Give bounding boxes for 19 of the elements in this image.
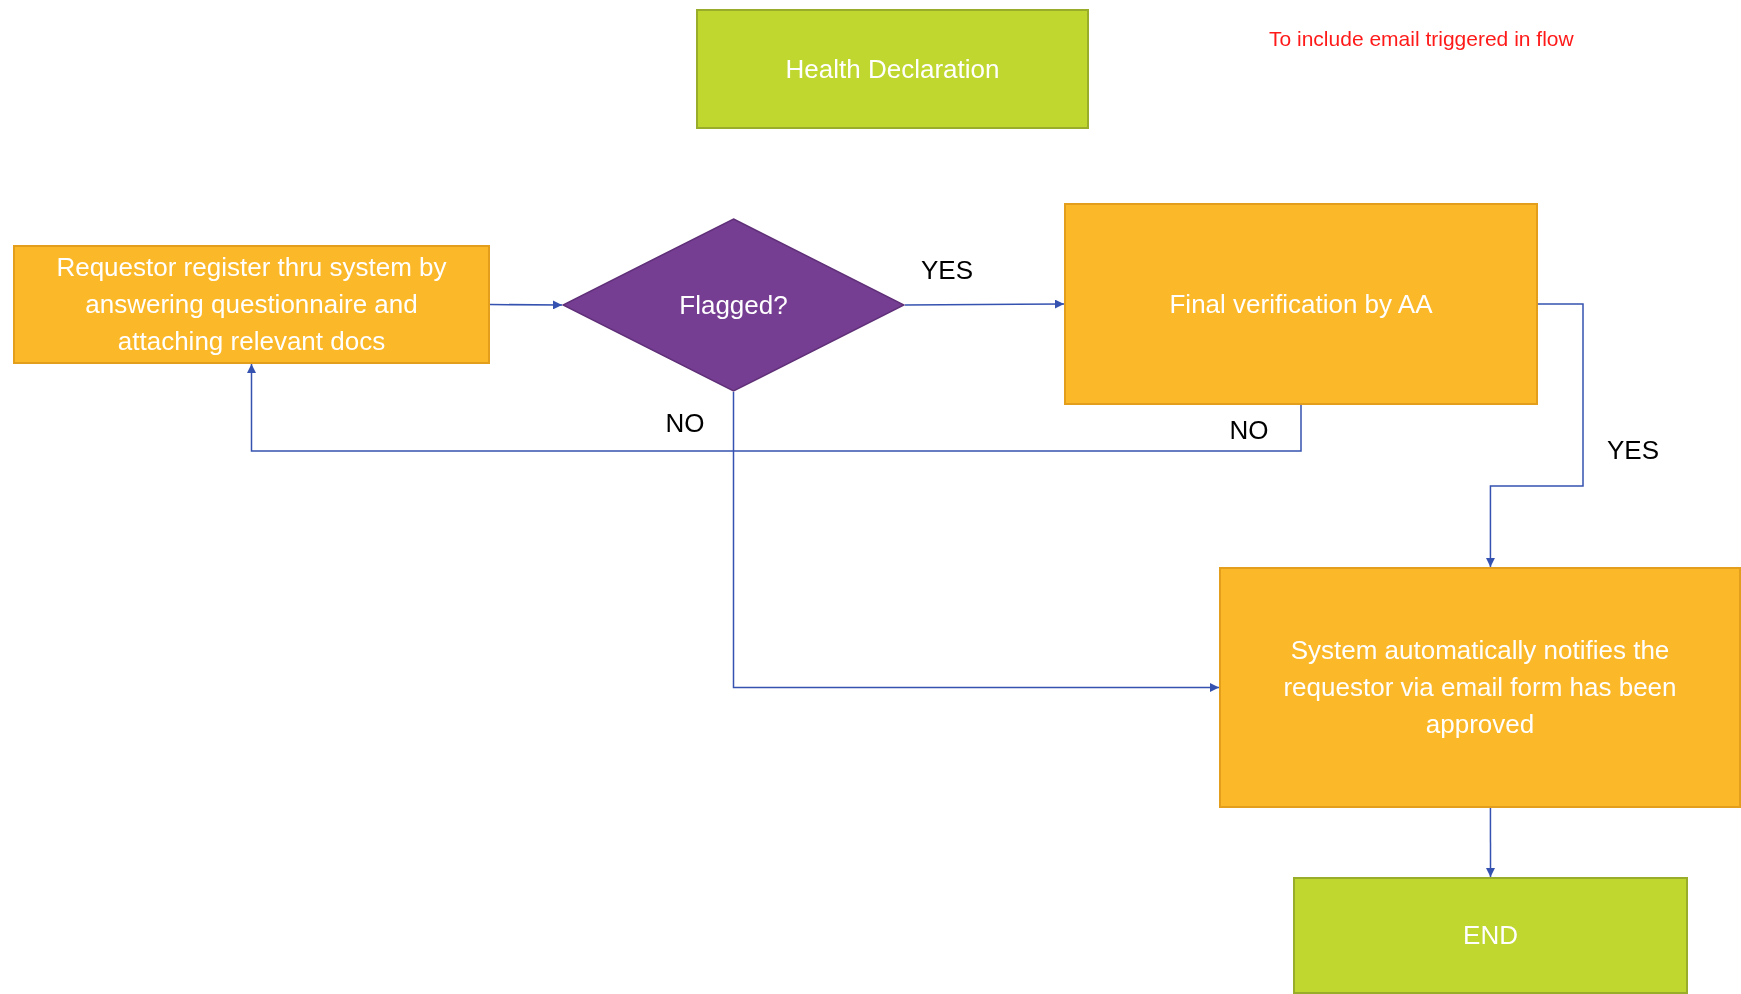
step-label: END — [1463, 919, 1518, 952]
arrow — [489, 300, 563, 310]
step-label: Health Declaration — [785, 52, 1000, 86]
step-label: System automatically notifies the requestor via email form has been approved — [1282, 634, 1678, 741]
arrow — [904, 299, 1065, 309]
arrow — [1485, 303, 1584, 568]
process-box — [13, 245, 490, 364]
note-text: To include email triggered in flow — [1269, 26, 1574, 52]
process-box — [1064, 203, 1538, 405]
arrow — [732, 391, 1220, 692]
arrow — [1486, 807, 1495, 878]
step-label: Requestor register thru system by answering questionnaire and attaching relevant docs — [55, 251, 448, 358]
process-box — [1293, 877, 1688, 994]
process-box — [1219, 567, 1741, 808]
process-box — [696, 9, 1089, 129]
step-label: Final verification by AA — [1169, 287, 1433, 321]
decision-diamond — [562, 218, 905, 392]
arrow — [247, 363, 1302, 452]
decision-label: Flagged? — [679, 288, 788, 322]
